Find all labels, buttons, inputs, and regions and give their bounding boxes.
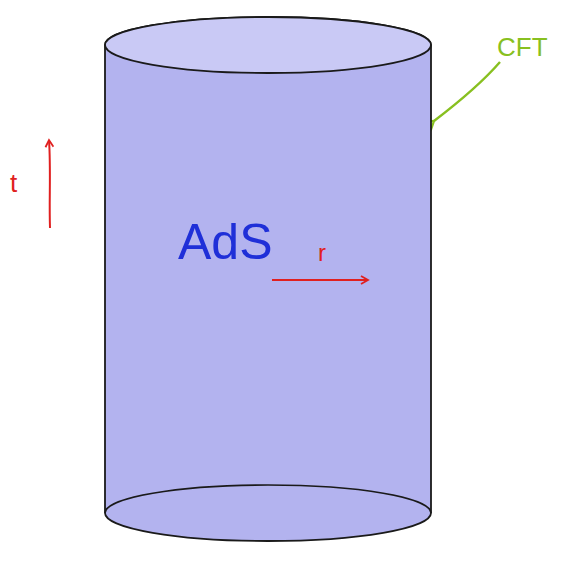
axis-label: t bbox=[10, 170, 17, 196]
cft-leader-arrow bbox=[434, 62, 500, 121]
boundary-label: CFT bbox=[497, 34, 548, 60]
ads-bulk-region: AdS r bbox=[100, 12, 438, 546]
axis-label: r bbox=[318, 241, 326, 265]
time-arrow bbox=[49, 140, 50, 228]
region-label: AdS bbox=[178, 217, 273, 267]
ads-cylinder bbox=[100, 12, 438, 546]
radial-arrow bbox=[272, 279, 368, 281]
